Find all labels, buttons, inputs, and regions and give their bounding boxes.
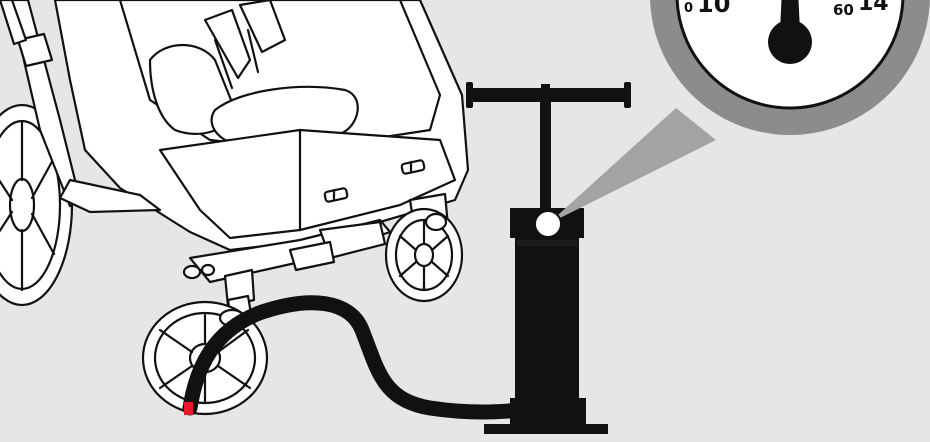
front-panel [158,128,457,240]
valve-connector [184,402,193,415]
floor-pump-icon [466,82,631,434]
front-right-wheel [384,192,464,303]
footrest [58,178,162,214]
stroller-drawing [0,0,470,416]
pressure-gauge-icon: 0 10 60 14 [650,0,930,135]
pump-hose [182,295,528,420]
gauge-callout-beam [548,108,716,224]
gauge-label-right-small: 60 [833,1,854,19]
gauge-needle-hub [768,20,812,64]
pump-gauge-dial [534,210,562,238]
stroller-handle [0,0,28,46]
gauge-label-right-big: 14 [858,0,889,16]
gauge-label-left-small: 0 [684,1,693,16]
gauge-label-left-big: 10 [697,0,730,18]
front-left-wheel [141,268,269,416]
